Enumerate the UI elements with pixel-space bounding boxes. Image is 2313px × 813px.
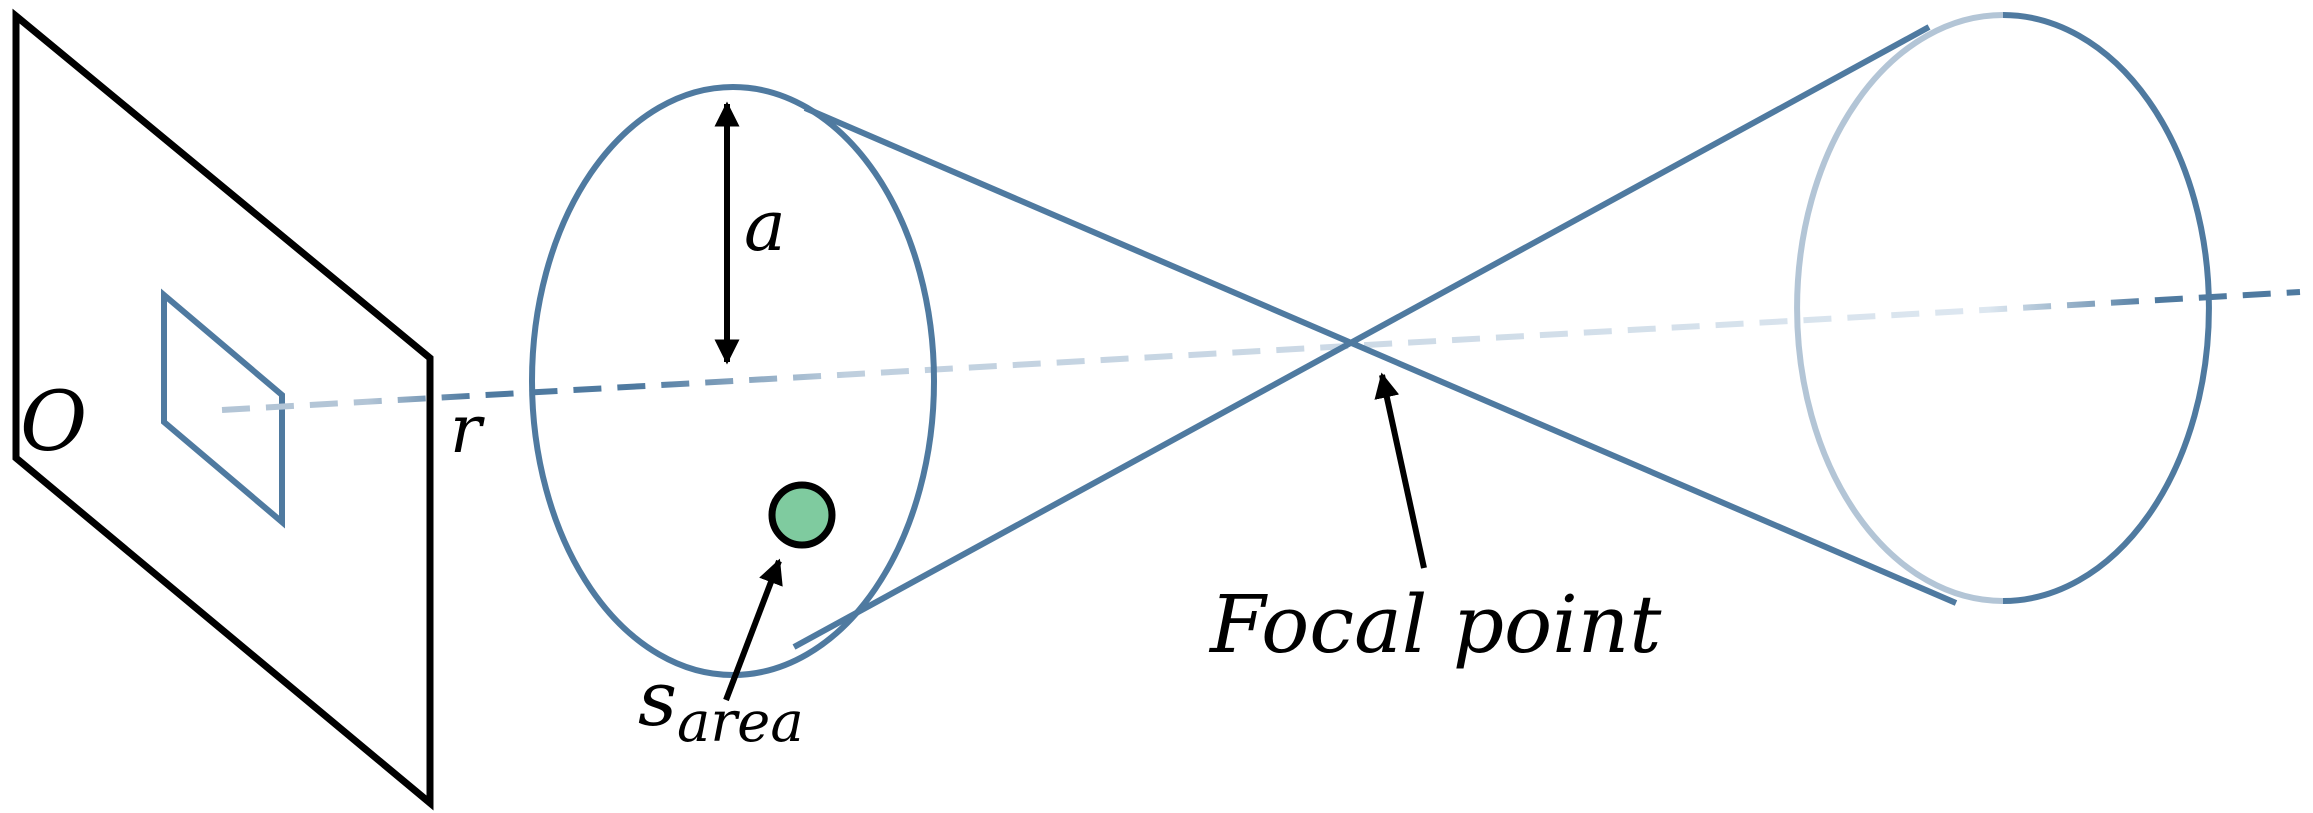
detector-plane <box>12 8 434 811</box>
cone-edge-upper <box>803 105 1958 606</box>
cone-edge-lower <box>792 24 1931 650</box>
origin-label: O <box>20 375 87 470</box>
sample-area-marker <box>768 481 836 549</box>
range-label: r <box>450 391 485 468</box>
sample-area-label: sarea <box>638 654 804 755</box>
sample-area-symbol: s <box>638 654 677 743</box>
sample-area-arrow <box>723 558 783 702</box>
radius-label: a <box>744 185 786 267</box>
sample-area-subscript: area <box>677 690 804 755</box>
focal-point-arrow <box>1374 372 1427 569</box>
focal-point-label: Focal point <box>1208 578 1662 671</box>
far-ellipse-front <box>2002 12 2212 604</box>
far-ellipse-back <box>1794 12 2004 604</box>
beam-axis <box>221 289 2301 413</box>
projected-area <box>161 288 285 529</box>
